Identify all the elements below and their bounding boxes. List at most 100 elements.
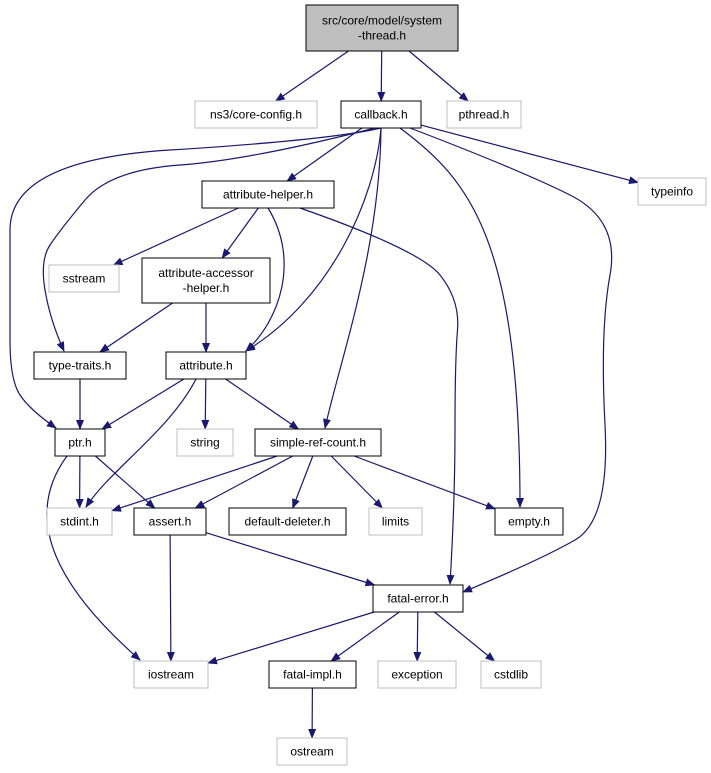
node-simple-ref-count[interactable]: simple-ref-count.h [254,428,382,457]
node-string: string [176,428,234,457]
edge-attribute-to-simple-ref-count [225,378,300,430]
edge-fatal-error-to-cstdlib [434,611,496,662]
node-box [446,100,522,129]
edge-attribute-helper-to-sstream [112,207,239,266]
node-label: simple-ref-count.h [270,436,366,450]
node-box [637,177,707,206]
node-attribute-accessor-helper[interactable]: attribute-accessor-helper.h [141,257,271,304]
node-callback[interactable]: callback.h [340,100,422,129]
node-box [54,428,106,457]
node-label: callback.h [354,108,407,122]
edge-callback-to-typeinfo [420,124,639,185]
node-label: typeinfo [651,185,693,199]
node-box [165,351,247,380]
node-limits: limits [368,507,423,536]
edge-callback-to-attribute-helper [286,127,363,182]
node-label: sstream [63,272,106,286]
edge-simple-ref-count-to-default-deleter [292,455,314,509]
node-box [377,660,457,689]
node-assert[interactable]: assert.h [133,507,207,536]
node-label: assert.h [149,515,192,529]
nodes-layer: src/core/model/system-thread.h ns3/core-c… [33,4,707,766]
node-label: empty.h [508,515,550,529]
node-default-deleter[interactable]: default-deleter.h [228,507,347,536]
node-label: attribute.h [179,359,232,373]
edge-callback-to-ptr [9,127,382,429]
node-box [372,584,464,613]
edge-assert-to-iostream [166,534,175,662]
node-label: ptr.h [68,436,91,450]
edge-simple-ref-count-to-empty [353,455,496,510]
node-label: exception [391,668,442,682]
node-box [254,428,382,457]
node-type-traits[interactable]: type-traits.h [33,351,127,380]
node-cstdlib: cstdlib [480,660,542,689]
edge-attribute-helper-to-attribute [245,207,285,352]
edges-layer [9,50,639,739]
node-label: attribute-accessor [158,266,253,280]
edge-attribute-to-stdint [85,378,197,508]
node-label: default-deleter.h [244,515,330,529]
node-ptr[interactable]: ptr.h [54,428,106,457]
node-exception: exception [377,660,457,689]
node-label: attribute-helper.h [223,188,313,202]
node-box [494,507,564,536]
node-label: -helper.h [183,281,230,295]
edge-attribute-helper-to-fatal-error [299,207,459,585]
node-label: ostream [290,745,333,759]
node-empty[interactable]: empty.h [494,507,564,536]
node-attribute[interactable]: attribute.h [165,351,247,380]
node-label: fatal-error.h [387,592,448,606]
node-iostream: iostream [133,660,209,689]
node-box [33,351,127,380]
node-box [305,4,459,52]
node-label: type-traits.h [49,359,112,373]
node-root[interactable]: src/core/model/system-thread.h [305,4,459,52]
edge-root-to-ns3-core-config [274,50,349,102]
node-box [201,180,335,209]
edge-callback-to-simple-ref-count [323,127,382,429]
node-box [194,100,318,129]
edge-root-to-callback [377,50,386,102]
edge-assert-to-fatal-error [205,532,376,587]
node-label: limits [382,515,409,529]
edge-callback-to-attribute [245,127,382,352]
node-box [176,428,234,457]
edge-attribute-helper-to-attribute-accessor-helper [221,207,259,259]
edge-simple-ref-count-to-limits [330,455,384,509]
node-stdint: stdint.h [46,507,113,536]
edge-attribute-to-string [201,378,210,430]
node-label: -thread.h [358,29,406,43]
node-box [268,660,357,689]
node-box [48,264,120,293]
node-label: pthread.h [459,108,510,122]
node-box [133,660,209,689]
edge-fatal-error-to-fatal-impl [330,611,400,662]
node-typeinfo: typeinfo [637,177,707,206]
node-box [276,737,348,766]
edge-attribute-accessor-helper-to-type-traits [99,302,173,353]
node-label: src/core/model/system [322,14,442,28]
node-label: cstdlib [494,668,528,682]
node-attribute-helper[interactable]: attribute-helper.h [201,180,335,209]
node-fatal-error[interactable]: fatal-error.h [372,584,464,613]
edge-callback-to-fatal-error [409,127,613,593]
edge-ptr-to-iostream [46,455,141,661]
node-label: ns3/core-config.h [210,108,302,122]
node-box [46,507,113,536]
edge-callback-to-type-traits [42,127,376,352]
node-fatal-impl[interactable]: fatal-impl.h [268,660,357,689]
node-label: fatal-impl.h [283,668,342,682]
edge-fatal-error-to-iostream [207,611,375,665]
node-box [133,507,207,536]
edge-attribute-to-ptr [101,378,185,430]
edge-callback-to-empty [399,127,524,508]
node-label: string [190,436,219,450]
edge-simple-ref-count-to-assert [194,455,293,509]
node-box [228,507,347,536]
node-ostream: ostream [276,737,348,766]
node-pthread: pthread.h [446,100,522,129]
node-ns3-core-config: ns3/core-config.h [194,100,318,129]
node-label: stdint.h [60,515,99,529]
